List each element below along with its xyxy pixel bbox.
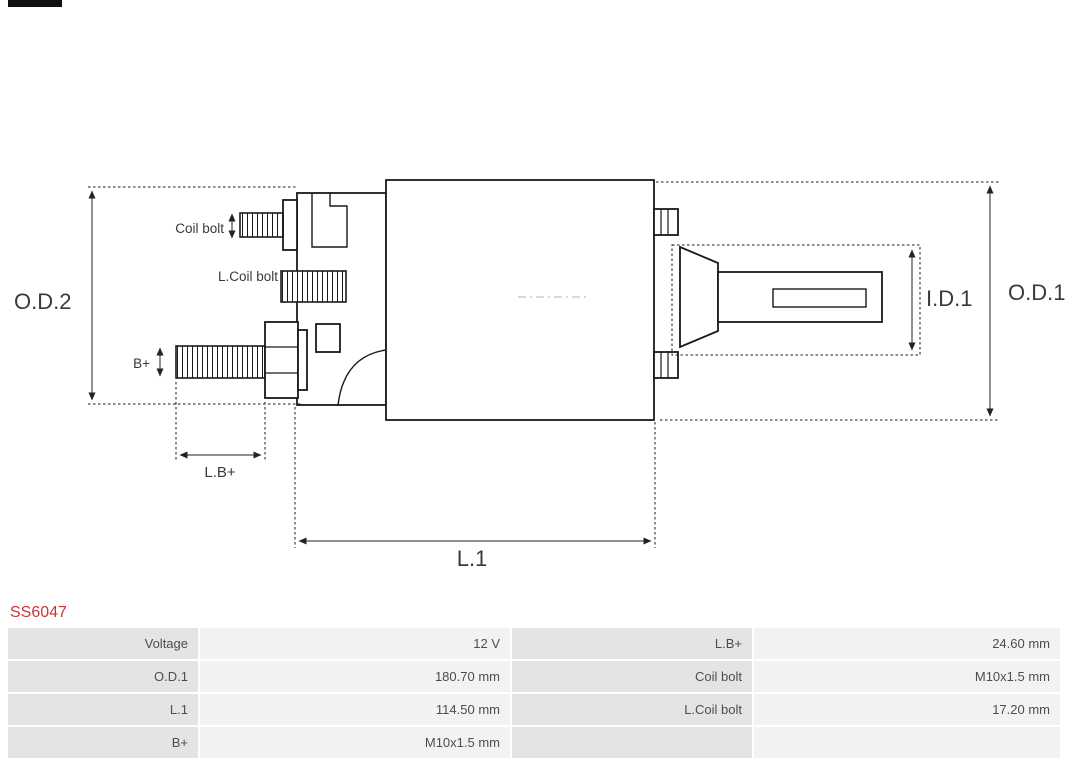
spec-value: 24.60 mm <box>754 628 1060 659</box>
coil-bolt-stud <box>239 212 284 238</box>
spec-label <box>512 727 752 758</box>
dimension-l-coil-bolt: L.Coil bolt <box>218 269 278 284</box>
spec-value: M10x1.5 mm <box>200 727 510 758</box>
label-od2: O.D.2 <box>14 289 71 314</box>
dimension-b-plus: B+ <box>133 347 164 377</box>
spec-label: L.Coil bolt <box>512 694 752 725</box>
label-b-plus: B+ <box>133 356 150 371</box>
l-coil-bolt-thread <box>280 270 347 303</box>
spec-label: L.B+ <box>512 628 752 659</box>
spec-value: 17.20 mm <box>754 694 1060 725</box>
spec-label: Coil bolt <box>512 661 752 692</box>
dimension-id1: I.D.1 <box>671 244 972 356</box>
spec-label: L.1 <box>8 694 198 725</box>
label-coil-bolt: Coil bolt <box>175 221 224 236</box>
dimension-lb-plus: L.B+ <box>175 382 266 481</box>
spec-label: O.D.1 <box>8 661 198 692</box>
spec-value: M10x1.5 mm <box>754 661 1060 692</box>
spec-value: 12 V <box>200 628 510 659</box>
solenoid-body <box>175 179 883 421</box>
technical-drawing: O.D.2 Coil bolt L.Coil bolt B+ L.B+ I.D.… <box>14 179 1065 571</box>
label-l1: L.1 <box>457 546 488 571</box>
logo <box>8 0 62 7</box>
label-lb-plus: L.B+ <box>204 464 236 481</box>
spec-value <box>754 727 1060 758</box>
dimension-od1: O.D.1 <box>656 181 1065 421</box>
spec-label: B+ <box>8 727 198 758</box>
dimension-coil-bolt: Coil bolt <box>175 213 236 239</box>
label-id1: I.D.1 <box>926 286 972 311</box>
spec-table: Voltage 12 V L.B+ 24.60 mm O.D.1 180.70 … <box>8 628 1072 758</box>
label-l-coil-bolt: L.Coil bolt <box>218 269 278 284</box>
spec-label: Voltage <box>8 628 198 659</box>
dimension-od2: O.D.2 <box>14 186 302 405</box>
dimension-l1: L.1 <box>294 407 656 571</box>
spec-value: 114.50 mm <box>200 694 510 725</box>
product-code[interactable]: SS6047 <box>10 604 67 621</box>
label-od1: O.D.1 <box>1008 280 1065 305</box>
plunger-shaft <box>717 271 883 323</box>
b-plus-stud <box>175 345 266 379</box>
spec-value: 180.70 mm <box>200 661 510 692</box>
